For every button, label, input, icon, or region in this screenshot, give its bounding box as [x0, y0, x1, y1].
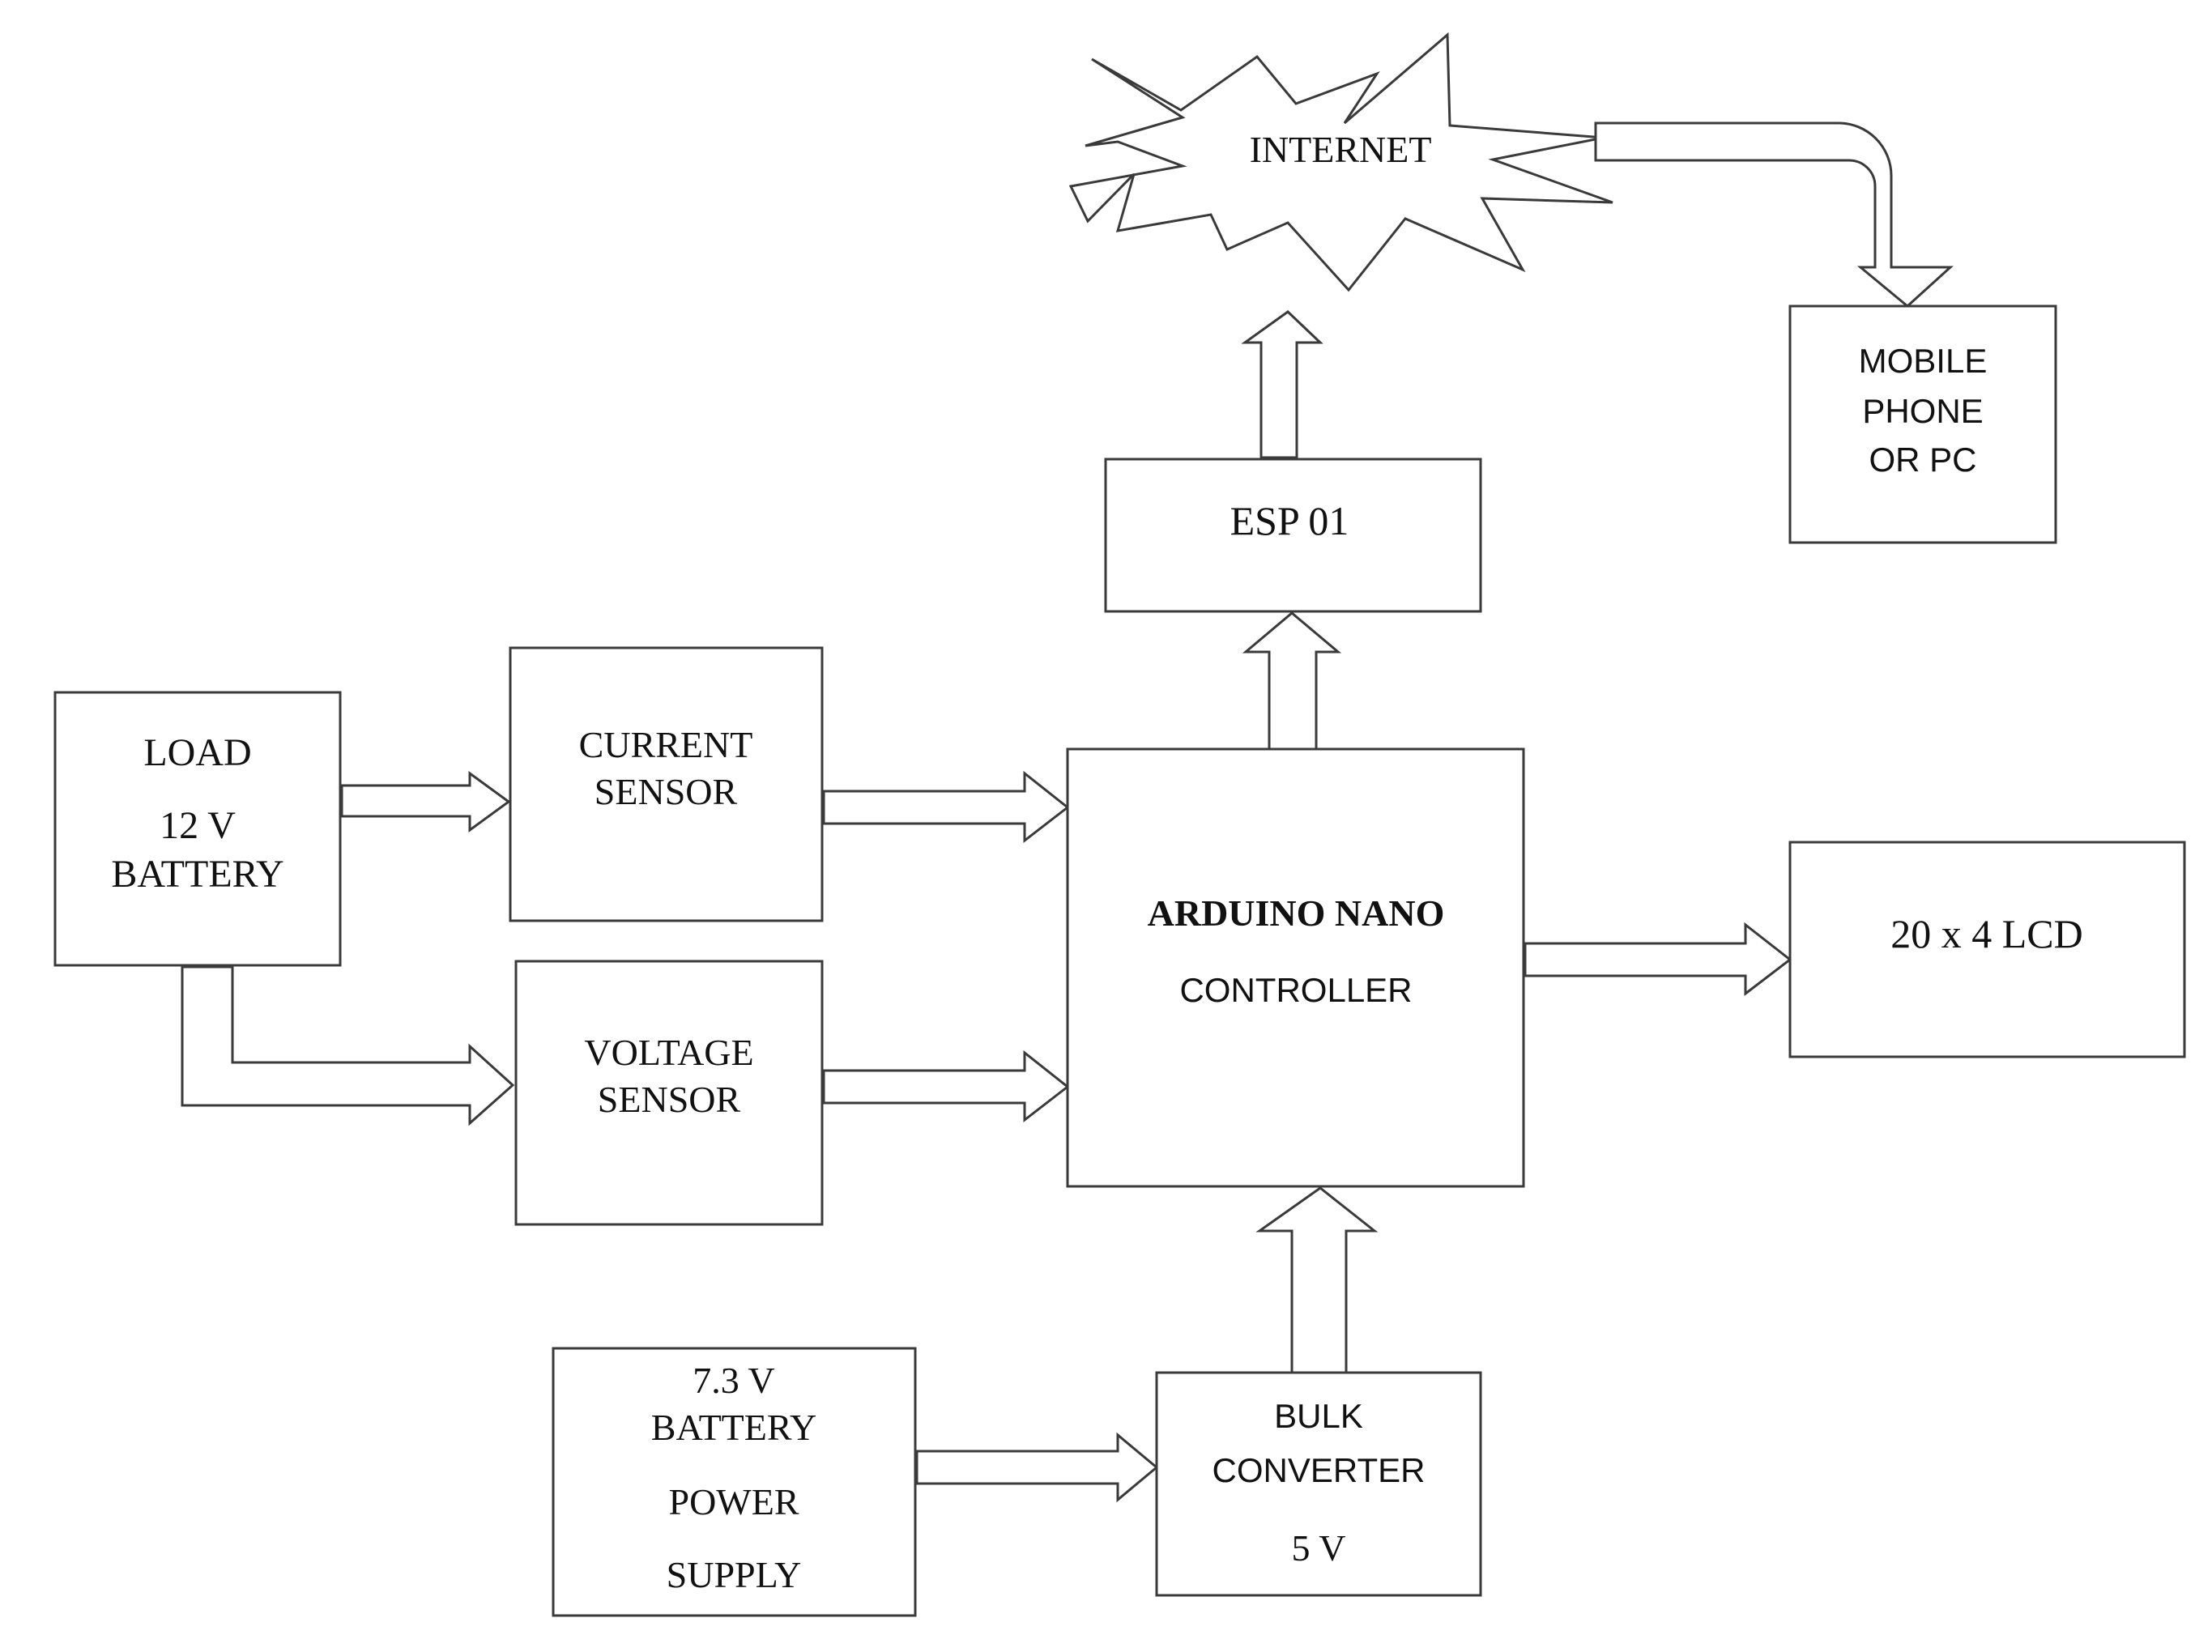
power-supply-label-line2: BATTERY [651, 1407, 816, 1448]
voltage-sensor-block: VOLTAGE SENSOR [514, 960, 824, 1226]
arduino-subtitle: CONTROLLER [1179, 971, 1412, 1009]
load-battery-block: LOAD 12 V BATTERY [53, 691, 342, 967]
esp01-label: ESP 01 [1230, 498, 1349, 543]
lcd-label: 20 x 4 LCD [1890, 911, 2083, 956]
power-supply-label-line4: SUPPLY [667, 1554, 802, 1595]
bulk-converter-label-line2: CONVERTER [1213, 1451, 1426, 1489]
internet-cloud: INTERNET [1068, 32, 1613, 292]
mobile-label-line3: OR PC [1869, 441, 1976, 479]
voltage-sensor-label-line1: VOLTAGE [584, 1032, 753, 1073]
current-sensor-label-line2: SENSOR [595, 771, 738, 812]
current-sensor-label-line1: CURRENT [579, 724, 753, 765]
bulk-converter-label-line1: BULK [1274, 1397, 1363, 1435]
lcd-box [1788, 841, 2186, 1058]
arrow-voltage-sensor-to-arduino [822, 1050, 1070, 1123]
arrow-arduino-to-lcd [1524, 922, 1792, 997]
arrow-load-to-voltage-sensor [181, 965, 515, 1126]
power-supply-box [552, 1347, 917, 1617]
arrow-internet-to-mobile [1594, 121, 1954, 308]
arrow-load-to-current-sensor [340, 771, 511, 832]
power-supply-label-line1: 7.3 V [693, 1360, 774, 1401]
current-sensor-block: CURRENT SENSOR [509, 646, 824, 922]
load-battery-box [53, 691, 342, 967]
current-sensor-box [509, 646, 824, 922]
load-label-line3: BATTERY [111, 853, 283, 896]
bulk-converter-box [1155, 1371, 1482, 1597]
arduino-nano-block: ARDUINO NANO CONTROLLER [1066, 747, 1525, 1188]
esp01-block: ESP 01 [1104, 458, 1482, 613]
voltage-sensor-label-line2: SENSOR [598, 1079, 741, 1120]
mobile-label-line2: PHONE [1862, 392, 1983, 430]
load-label-line2: 12 V [160, 804, 236, 847]
load-label-line1: LOAD [143, 731, 251, 774]
arrow-converter-to-arduino [1255, 1186, 1379, 1374]
mobile-phone-or-pc-box [1788, 304, 2057, 544]
bulk-converter-block: BULK CONVERTER 5 V [1155, 1371, 1482, 1597]
arrow-arduino-to-esp [1242, 611, 1342, 751]
mobile-phone-or-pc-block: MOBILE PHONE OR PC [1788, 304, 2057, 544]
arduino-nano-box [1066, 747, 1525, 1188]
arrow-esp-to-internet [1241, 310, 1323, 459]
voltage-sensor-box [514, 960, 824, 1226]
bulk-converter-label-line3: 5 V [1292, 1527, 1346, 1569]
power-supply-block: 7.3 V BATTERY POWER SUPPLY [552, 1347, 917, 1617]
arrow-current-sensor-to-arduino [822, 770, 1070, 844]
internet-label: INTERNET [1250, 129, 1432, 170]
mobile-label-line1: MOBILE [1859, 342, 1988, 380]
lcd-block: 20 x 4 LCD [1788, 841, 2186, 1058]
power-supply-label-line3: POWER [669, 1481, 799, 1522]
arduino-title: ARDUINO NANO [1148, 892, 1445, 934]
arrow-power-supply-to-converter [915, 1432, 1159, 1503]
esp01-box [1104, 458, 1482, 613]
internet-starburst-shape [1068, 32, 1613, 292]
